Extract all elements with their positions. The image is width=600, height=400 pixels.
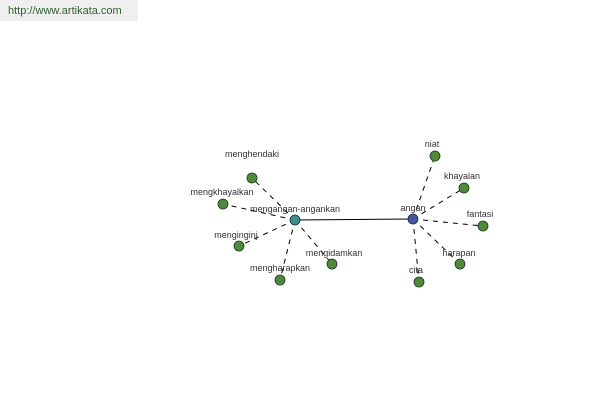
site-url[interactable]: http://www.artikata.com (0, 0, 138, 21)
node-label[interactable]: fantasi (467, 209, 494, 219)
edge-mengkhayalkan (222, 203, 296, 221)
node-cita[interactable] (413, 276, 425, 288)
edge-niat (412, 155, 436, 220)
node-label[interactable]: mengidamkan (306, 248, 363, 258)
node-label[interactable]: menghendaki (225, 149, 279, 159)
node-niat[interactable] (429, 150, 441, 162)
edge-fantasi (412, 218, 484, 227)
edge-harapan (412, 218, 461, 265)
node-mengharapkan[interactable] (274, 274, 286, 286)
node-fantasi[interactable] (477, 220, 489, 232)
node-label[interactable]: khayalan (444, 171, 480, 181)
node-label[interactable]: menginginj (214, 230, 258, 240)
node-menghendaki[interactable] (246, 172, 258, 184)
node-khayalan[interactable] (458, 182, 470, 194)
node-mengidamkan[interactable] (326, 258, 338, 270)
hub-label[interactable]: mengangan-angankan (250, 204, 340, 214)
node-label[interactable]: cita (409, 265, 423, 275)
node-menginginj[interactable] (233, 240, 245, 252)
node-label[interactable]: harapan (442, 248, 475, 258)
hub-edge (294, 218, 414, 221)
hub-node-mengangan-angankan[interactable] (289, 214, 301, 226)
node-label[interactable]: mengharapkan (250, 263, 310, 273)
hub-node-angan[interactable] (407, 213, 419, 225)
edge-menghendaki (251, 177, 296, 221)
edge-mengharapkan (279, 219, 296, 281)
hub-label[interactable]: angan (400, 203, 425, 213)
node-label[interactable]: niat (425, 139, 440, 149)
node-label[interactable]: mengkhayalkan (190, 187, 253, 197)
edge-cita (412, 218, 420, 283)
node-harapan[interactable] (454, 258, 466, 270)
node-mengkhayalkan[interactable] (217, 198, 229, 210)
edge-menginginj (238, 219, 296, 247)
